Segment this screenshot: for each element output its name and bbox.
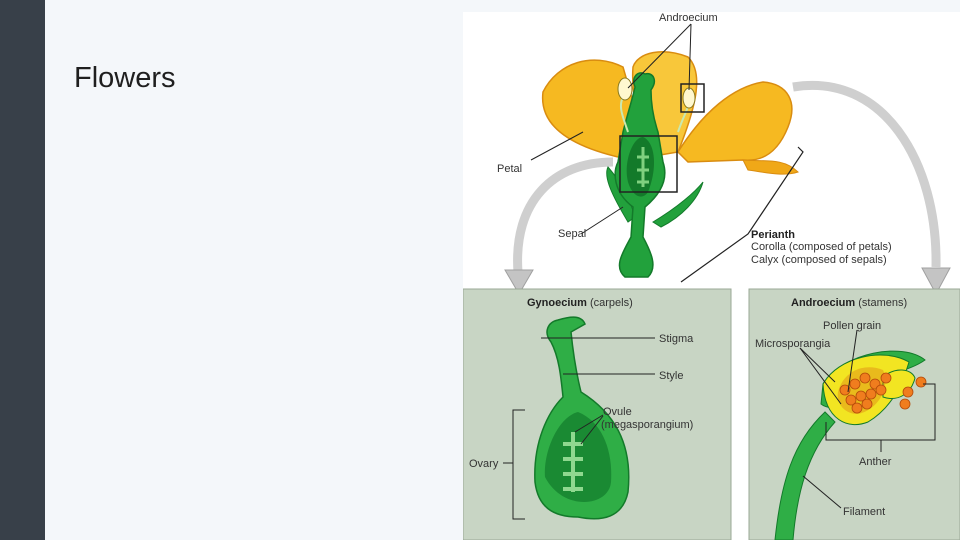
slide-title: Flowers [74, 62, 176, 95]
label-ovule: Ovule [603, 406, 632, 418]
label-sepal: Sepal [558, 228, 586, 240]
label-anther: Anther [859, 456, 892, 468]
label-style: Style [659, 370, 683, 382]
label-stigma: Stigma [659, 333, 694, 345]
label-androecium-top: Androecium [659, 12, 718, 24]
gynoecium-panel: Gynoecium (carpels) Stigma Style Ovule (… [463, 289, 731, 540]
androecium-heading: Androecium (stamens) [791, 297, 907, 309]
flower-petals [543, 52, 798, 174]
label-corolla: Corolla (composed of petals) [751, 241, 892, 253]
gynoecium-heading: Gynoecium (carpels) [527, 297, 633, 309]
label-ovary: Ovary [469, 458, 499, 470]
label-petal: Petal [497, 163, 522, 175]
left-curved-arrow [518, 162, 613, 272]
label-pollen-grain: Pollen grain [823, 320, 881, 332]
label-perianth: Perianth [751, 229, 795, 241]
label-calyx: Calyx (composed of sepals) [751, 254, 887, 266]
right-curved-arrow [793, 85, 936, 267]
label-filament: Filament [843, 506, 885, 518]
flower-diagram: Androecium Petal Sepal Perianth Corolla … [463, 12, 960, 540]
label-microsporangia: Microsporangia [755, 338, 831, 350]
androecium-panel: Androecium (stamens) Pollen grain Micros… [749, 289, 960, 540]
side-bar [0, 0, 45, 540]
label-megasporangium: (megasporangium) [601, 419, 693, 431]
